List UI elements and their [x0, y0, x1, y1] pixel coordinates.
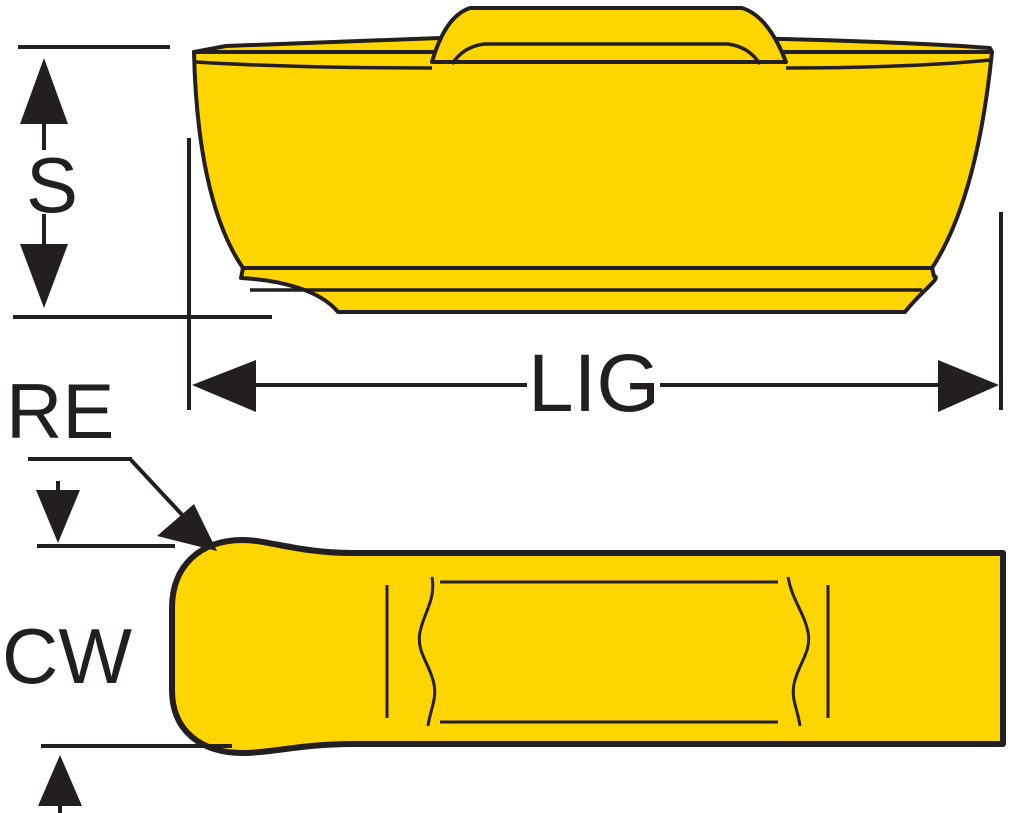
- re-leader-arrowhead: [157, 504, 217, 551]
- lig-arrowhead-right: [938, 360, 999, 412]
- cw-arrowhead-up: [38, 755, 82, 806]
- front-view-chipbreaker-hump: [430, 6, 788, 64]
- dimension-cw: CW: [2, 612, 232, 813]
- front-view-body: [192, 50, 994, 270]
- re-arrowhead-down: [36, 490, 80, 543]
- front-view-hump-inner-line: [450, 42, 762, 65]
- re-dimension-label: RE: [6, 367, 114, 455]
- dimension-lig: LIG: [187, 138, 1003, 429]
- s-arrowhead-up: [20, 58, 68, 124]
- cw-dimension-label: CW: [2, 612, 132, 700]
- s-arrowhead-down: [20, 244, 68, 308]
- front-view: [192, 6, 994, 314]
- dimension-re: RE: [6, 367, 217, 551]
- dimension-s: S: [13, 45, 272, 319]
- top-view: [169, 537, 1006, 756]
- top-view-break-line-left: [417, 576, 437, 727]
- lig-dimension-label: LIG: [528, 338, 660, 429]
- top-view-break-line-right: [786, 576, 811, 727]
- lig-arrowhead-left: [192, 360, 256, 412]
- front-view-upper-crease-left: [195, 60, 433, 70]
- front-view-upper-crease-right: [785, 58, 991, 70]
- s-dimension-label: S: [26, 141, 78, 229]
